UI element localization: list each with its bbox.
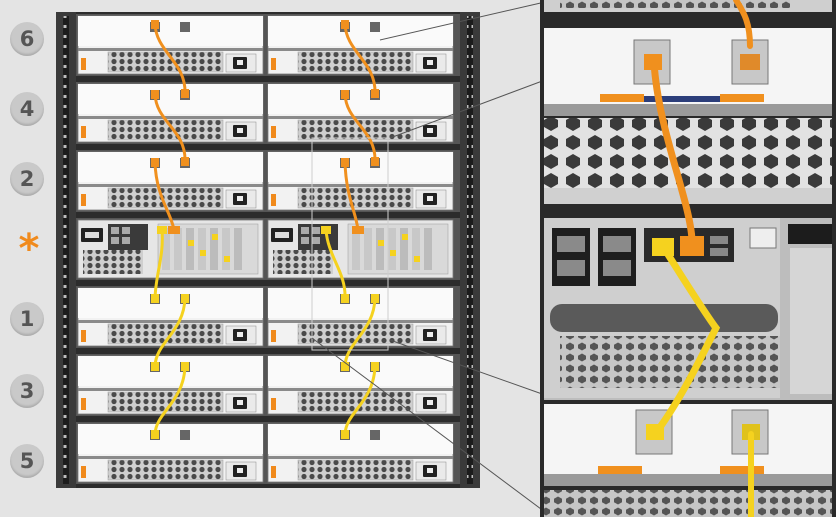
zoom-yellow-cable [654, 244, 721, 434]
zoom-orange-cable-top [733, 0, 753, 49]
yellow-cable-a1 [153, 228, 164, 300]
controller-shelf [76, 218, 460, 280]
yellow-cable-b1 [324, 228, 347, 300]
shelf-label-2: 2 [10, 162, 44, 196]
ethernet-port-icon [598, 228, 636, 286]
zoom-cables [650, 0, 754, 517]
orange-cable-b3 [343, 160, 360, 232]
zoom-detail-panel [540, 0, 836, 517]
zoom-lower-io-module [544, 404, 832, 517]
shelf-1 [76, 286, 460, 348]
ethernet-port-icon [552, 228, 590, 286]
zoom-orange-cable-mid [650, 58, 696, 244]
zoom-upper-io-module [544, 28, 832, 204]
orange-cable-a2 [153, 92, 187, 163]
sas-port-2-orange [680, 236, 704, 256]
orange-cable-a1 [153, 22, 187, 95]
shelf-label-4: 4 [10, 92, 44, 126]
shelf-label-1: 1 [10, 302, 44, 336]
zoom-controller-module [544, 218, 832, 400]
shelf-label-3: 3 [10, 374, 44, 408]
shelf-label-6: 6 [10, 22, 44, 56]
shelf-4 [76, 82, 460, 144]
rack-rail-right [467, 16, 473, 484]
orange-cable-b2 [343, 92, 377, 163]
rack-rail-left [63, 16, 69, 484]
shelf-6 [76, 14, 460, 76]
shelf-2 [76, 150, 460, 212]
shelf-6-iom-a [77, 15, 264, 75]
yellow-cable-a3 [153, 364, 187, 436]
orange-cable-chain [153, 22, 377, 232]
orange-cable-a3 [153, 160, 176, 232]
shelf-label-5: 5 [10, 444, 44, 478]
shelf-6-iom-b [267, 15, 454, 75]
controller-star-marker: * [18, 226, 40, 272]
orange-cable-b1 [343, 22, 377, 95]
shelf-3 [76, 354, 460, 416]
shelf-5 [76, 422, 460, 484]
usb-port-icon [710, 236, 728, 256]
yellow-cable-a2 [153, 296, 187, 368]
storage-rack [56, 12, 480, 488]
